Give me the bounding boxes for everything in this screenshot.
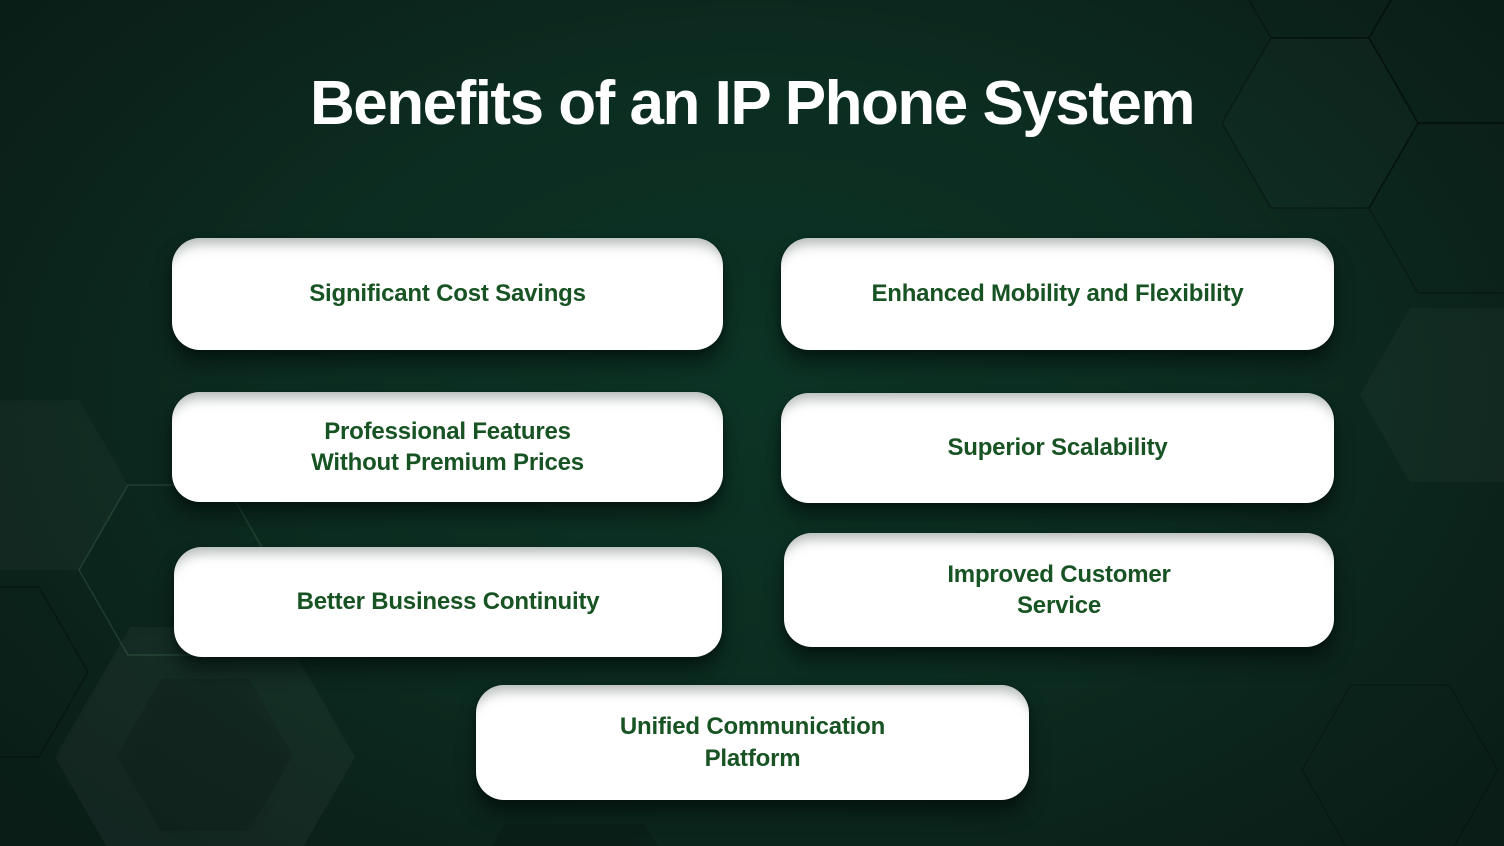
- hexagon-decoration: [1248, 0, 1392, 39]
- benefit-card-label: Improved Customer Service: [947, 560, 1171, 619]
- benefit-card-better-business-continuity: Better Business Continuity: [174, 547, 722, 657]
- benefit-card-enhanced-mobility-and-flexibility: Enhanced Mobility and Flexibility: [781, 238, 1334, 350]
- benefit-card-label: Unified Communication Platform: [619, 713, 886, 772]
- benefit-card-label: Significant Cost Savings: [309, 280, 586, 308]
- hexagon-decoration: [1360, 308, 1504, 482]
- hexagon-decoration: [117, 679, 293, 831]
- hexagon-decoration: [0, 586, 89, 758]
- benefit-card-label: Better Business Continuity: [296, 588, 600, 616]
- hexagon-decoration: [55, 627, 355, 846]
- benefit-card-significant-cost-savings: Significant Cost Savings: [172, 238, 723, 350]
- hexagon-decoration: [492, 824, 658, 846]
- hexagon-decoration: [1301, 684, 1499, 846]
- benefit-card-label: Superior Scalability: [947, 434, 1168, 462]
- benefit-card-label: Enhanced Mobility and Flexibility: [871, 280, 1244, 308]
- benefit-card-unified-communication-platform: Unified Communication Platform: [476, 685, 1029, 800]
- benefit-card-label: Professional Features Without Premium Pr…: [311, 417, 584, 476]
- benefit-card-superior-scalability: Superior Scalability: [781, 393, 1334, 503]
- benefit-card-improved-customer-service: Improved Customer Service: [784, 533, 1334, 647]
- benefit-card-professional-features: Professional Features Without Premium Pr…: [172, 392, 723, 502]
- hexagon-decoration: [1368, 122, 1504, 294]
- page-title: Benefits of an IP Phone System: [309, 69, 1196, 138]
- hexagon-decoration: [0, 400, 128, 570]
